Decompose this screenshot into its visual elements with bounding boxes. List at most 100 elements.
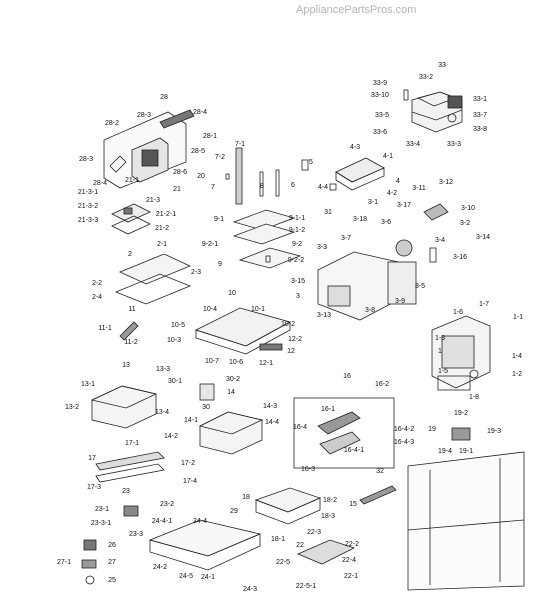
part-label: 9-1 [213,216,225,223]
box-connector [469,369,479,379]
part-label: 33-1 [472,96,488,103]
part-label: 3-8 [364,307,376,314]
part-22-tray [296,539,356,565]
dispenser-lever [141,149,159,167]
part-label: 30-1 [167,378,183,385]
part-label: 23-3 [128,531,144,538]
part-label: 21-3-2 [77,203,99,210]
part-label: 11-1 [98,325,112,332]
part-label: 4-2 [386,190,398,197]
part-24-basket [148,519,262,571]
bin-top [198,411,264,435]
part-label: 32 [376,468,384,475]
fastener-25 [85,575,95,585]
part-label: 10-1 [250,306,266,313]
part-label: 10-4 [202,306,218,313]
part-label: 3-1 [367,199,379,206]
part-label: 4 [396,178,400,185]
part-label: 33-9 [372,80,388,87]
cover-inset [327,285,351,307]
part-label: 3-6 [380,219,392,226]
part-label: 9-1-2 [288,227,306,234]
part-label: 2-3 [190,269,202,276]
part-label: 33-2 [418,74,434,81]
part-label: 28-2 [104,120,120,127]
damper [423,203,449,221]
hinge-pin [259,171,264,197]
part-label: 33-4 [405,141,421,148]
part-label: 22-2 [344,541,360,548]
part-label: 12-2 [287,336,303,343]
part-32-guide [359,485,397,505]
panel-ice-tray [317,411,361,435]
part-label: 3-7 [340,235,352,242]
part-30-tray [199,383,215,401]
part-label: 3-12 [438,179,454,186]
bin-bottom [95,463,165,483]
part-label: 13-4 [154,409,170,416]
shelf-top [232,209,296,231]
guide-bar [359,485,397,505]
part-label: 14-4 [264,419,280,426]
part-28-dispenser [103,109,195,189]
cabinet-frame [407,451,525,591]
icemaker-tray-edge [411,109,463,121]
fan-duct [387,261,417,305]
part-label: 9-2-2 [287,257,305,264]
part-label: 18-3 [320,513,336,520]
part-label: 3 [296,293,300,300]
part-label: 17-2 [180,460,196,467]
dispenser-cover [109,155,127,173]
part-label: 13-1 [80,381,96,388]
part-label: 10-6 [228,359,244,366]
part-label: 9-2-1 [201,241,219,248]
part-label: 3-17 [396,202,412,209]
part-9-shelves [232,209,302,269]
part-label: 29 [230,508,238,515]
part-label: 3-2 [459,220,471,227]
part-label: 11-2 [124,339,138,346]
part-label: 16 [343,373,351,380]
part-label: 17-3 [86,484,102,491]
part-label: 26 [108,542,116,549]
part-label: 6 [291,182,295,189]
part-label: 4-4 [317,184,329,191]
box-base [437,375,471,391]
bin-body [91,385,157,429]
cap-screw [329,183,337,191]
part-label: 1-8 [468,394,480,401]
part-label: 3-15 [290,278,306,285]
part-label: 1-4 [511,353,523,360]
part-label: 33-6 [372,129,388,136]
part-label: 11 [128,306,136,313]
part-label: 3-5 [414,283,426,290]
part-label: 19-4 [437,448,453,455]
part-label: 7-2 [214,154,226,161]
part-label: 17-4 [182,478,198,485]
part-label: 14-1 [183,417,199,424]
part-label: 33-8 [472,126,488,133]
part-label: 10 [228,290,236,297]
watermark: AppliancePartsPros.com [296,4,417,16]
part-1-control-box [431,315,491,391]
part-label: 10-5 [170,322,186,329]
frame-outline [407,451,525,591]
part-label: 13-2 [64,404,80,411]
connector-block [451,427,471,441]
part-label: 33-7 [472,112,488,119]
part-label: 20 [197,173,205,180]
part-label: 9-2 [291,241,303,248]
part-label: 24-1 [200,574,216,581]
part-label: 28-1 [202,133,218,140]
part-3-evaporator-cover [317,203,449,321]
fastener-27 [81,559,97,569]
part-label: 3-16 [452,254,468,261]
part-label: 13-3 [155,366,171,373]
part-label: 4-3 [349,144,361,151]
switch-button [123,207,133,215]
part-label: 24-4-1 [151,518,173,525]
part-label: 1-6 [452,309,464,316]
part-label: 21-2-1 [155,211,177,218]
part-label: 24-4 [192,518,208,525]
